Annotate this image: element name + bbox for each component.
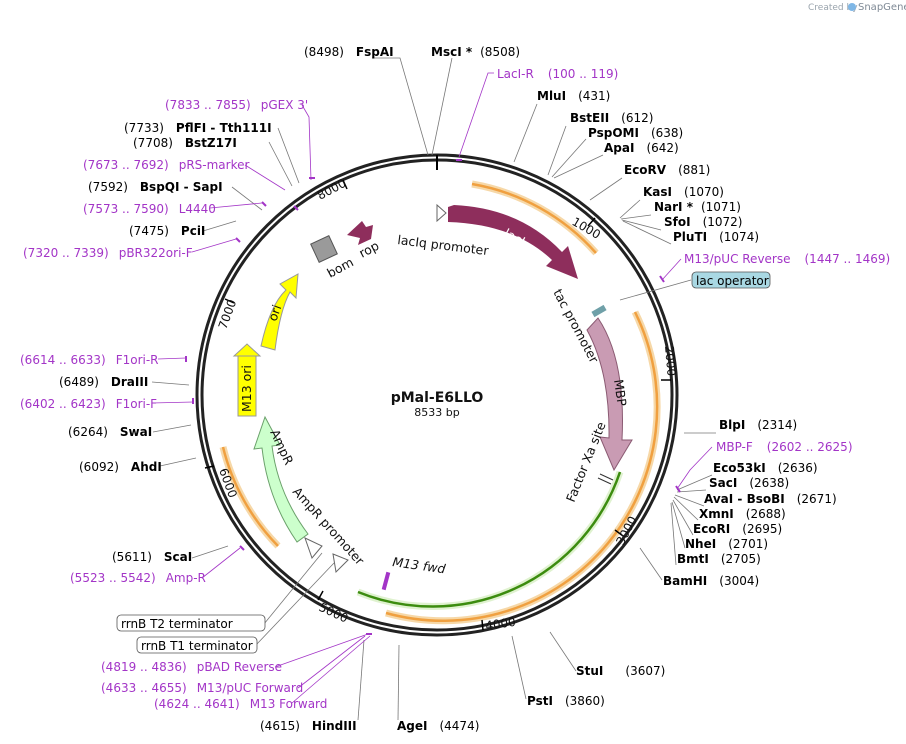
orange-arc-laci: [471, 182, 597, 254]
ampr-promoter-arrow[interactable]: [304, 537, 323, 559]
enzyme-ecorv[interactable]: EcoRV(881): [624, 163, 710, 177]
orange-arc-mbp: [385, 311, 659, 623]
enzyme-pcii[interactable]: (7475)PciI: [129, 224, 205, 238]
primer-pgex-3[interactable]: (7833 .. 7855)pGEX 3': [165, 98, 308, 112]
enzyme-saci[interactable]: SacI(2638): [709, 476, 789, 490]
enzyme-xmni[interactable]: XmnI(2688): [699, 507, 786, 521]
enzyme-eco53ki[interactable]: Eco53kI(2636): [713, 461, 818, 475]
lac-operator-box[interactable]: [691, 271, 771, 289]
primer-f1ori-r[interactable]: (6614 .. 6633)F1ori-R: [20, 353, 159, 367]
primer-amp-r[interactable]: (5523 .. 5542)Amp-R: [70, 571, 206, 585]
laciq-promoter-arrow[interactable]: [436, 203, 447, 223]
enzyme-agei[interactable]: AgeI(4474): [397, 719, 479, 733]
primer-leader-lines: [151, 72, 713, 704]
primer-f1ori-f[interactable]: (6402 .. 6423)F1ori-F: [20, 397, 157, 411]
enzyme-sfoi[interactable]: SfoI(1072): [664, 215, 742, 229]
enzyme-ecori[interactable]: EcoRI(2695): [693, 522, 782, 536]
enzyme-draiii[interactable]: (6489)DraIII: [59, 375, 148, 389]
rop-arrow[interactable]: [347, 221, 373, 245]
mbp-arrow[interactable]: [586, 317, 633, 472]
box-leader-lines: [255, 279, 692, 646]
feature-bom-label: bom: [324, 254, 356, 280]
lac-operator-label: lac operator: [696, 274, 769, 288]
enzyme-pluti[interactable]: PluTI(1074): [673, 230, 759, 244]
enzyme-nhei[interactable]: NheI(2701): [685, 537, 768, 551]
enzyme-bsteii[interactable]: BstEII(612): [570, 111, 653, 125]
enzyme-bmti[interactable]: BmtI(2705): [677, 552, 761, 566]
plasmid-length: 8533 bp: [414, 406, 459, 419]
enzyme-ahdi[interactable]: (6092)AhdI: [79, 460, 162, 474]
enzyme-bstz17i[interactable]: (7708)BstZ17I: [133, 136, 237, 150]
enzyme-kasi[interactable]: KasI(1070): [643, 185, 724, 199]
laci-arrow[interactable]: [448, 205, 578, 279]
tick-2000: 2000: [662, 345, 679, 377]
orange-arc-ampr: [221, 446, 279, 547]
green-arc: [357, 471, 622, 608]
primer-m13-puc-forward[interactable]: (4633 .. 4655)M13/pUC Forward: [101, 681, 303, 695]
enzyme-swai[interactable]: (6264)SwaI: [68, 425, 152, 439]
feature-mbp-label: MBP: [611, 378, 630, 407]
enzyme-msci[interactable]: MscI *(8508): [431, 45, 520, 59]
enzyme-avai-bsobi[interactable]: AvaI - BsoBI(2671): [704, 492, 837, 506]
enzyme-fspai[interactable]: (8498)FspAI: [304, 45, 394, 59]
enzyme-bamhi[interactable]: BamHI(3004): [663, 574, 759, 588]
primer-marks: [185, 159, 681, 635]
enzyme-blpi[interactable]: BlpI(2314): [719, 418, 797, 432]
factor-xa-mark-2: [597, 477, 612, 485]
ampr-arrow[interactable]: [253, 415, 309, 543]
enzyme-pspomi[interactable]: PspOMI(638): [588, 126, 683, 140]
feature-m13ori-label: M13 ori: [239, 365, 254, 412]
plasmid-name: pMal-E6LLO: [391, 390, 484, 406]
tick-7000: 7000: [216, 298, 240, 331]
enzyme-stui[interactable]: StuI(3607): [576, 664, 665, 678]
enzyme-scai[interactable]: (5611)ScaI: [112, 550, 192, 564]
enzyme-pflfi-tth111i[interactable]: (7733)PflFI - Tth111I: [124, 121, 272, 135]
rrnb-t1-terminator-box[interactable]: [136, 636, 258, 654]
ori-arrow[interactable]: [260, 273, 299, 351]
enzyme-mlui[interactable]: MluI(431): [537, 89, 610, 103]
feature-laciq-label: lacIq promoter: [397, 232, 491, 258]
enzyme-bspqi-sapi[interactable]: (7592)BspQI - SapI: [88, 180, 223, 194]
primer-prs-marker[interactable]: (7673 .. 7692)pRS-marker: [83, 158, 249, 172]
feature-ori-label: ori: [265, 303, 285, 323]
rrnb-t1-terminator-label: rrnB T1 terminator: [141, 639, 253, 653]
tick-5000: 5000: [317, 600, 351, 626]
primer-m13-forward[interactable]: (4624 .. 4641)M13 Forward: [154, 697, 327, 711]
factor-xa-mark-1: [599, 473, 614, 481]
rrnb-t2-terminator-box[interactable]: [116, 614, 266, 632]
primer-l4440[interactable]: (7573 .. 7590)L4440: [83, 202, 216, 216]
feature-fxa-label: Factor Xa site: [563, 419, 609, 504]
rrnb-t2-terminator-label: rrnB T2 terminator: [121, 617, 233, 631]
lac-operator-mark: [591, 304, 607, 318]
primer-mbp-f[interactable]: MBP-F(2602 .. 2625): [716, 440, 853, 454]
primer-m13-puc-reverse[interactable]: M13/pUC Reverse(1447 .. 1469): [684, 252, 890, 266]
enzyme-psti[interactable]: PstI(3860): [527, 694, 605, 708]
primer-pbr322ori-f[interactable]: (7320 .. 7339)pBR322ori-F: [23, 246, 193, 260]
leader-lines: [151, 57, 716, 721]
m13-fwd-promoter-arrow: [332, 553, 349, 574]
m13-ori-arrow-head: [232, 343, 262, 357]
enzyme-apai[interactable]: ApaI(642): [604, 141, 679, 155]
credit-prefix: Created by: [808, 3, 858, 13]
feature-m13fwd-label: M13 fwd: [392, 554, 447, 576]
bom-box[interactable]: [310, 235, 338, 263]
primer-pbad-reverse[interactable]: (4819 .. 4836)pBAD Reverse: [101, 660, 282, 674]
enzyme-nari[interactable]: NarI *(1071): [654, 200, 741, 214]
primer-laci-r[interactable]: LacI-R(100 .. 119): [497, 67, 618, 81]
tick-marks: [204, 179, 671, 631]
m13-fwd-mark: [381, 571, 391, 591]
tick-4000: 4000: [484, 615, 516, 633]
snapgene-logo-icon: [848, 3, 856, 11]
credit-brand: SnapGene: [858, 2, 906, 13]
enzyme-hindiii[interactable]: (4615)HindIII: [260, 719, 357, 733]
